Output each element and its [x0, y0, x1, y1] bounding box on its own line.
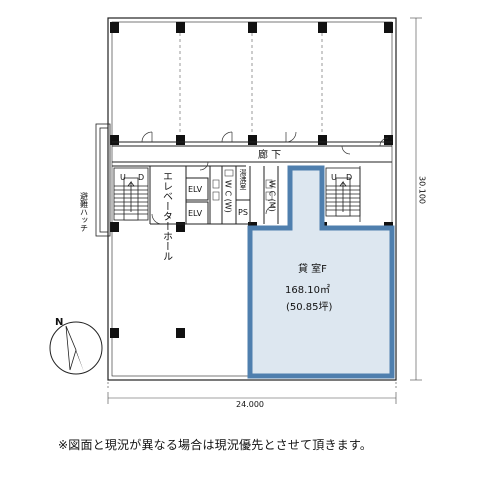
evacuation-hatch-label: 避難ハッチ — [80, 191, 89, 232]
wc-women-label: W C (W) — [224, 180, 233, 213]
evacuation-hatch — [95, 123, 111, 237]
tenant-area-highlight — [247, 165, 395, 379]
stair-right — [325, 166, 361, 222]
stair-up-right-label: U — [331, 173, 337, 182]
kitchen-label: 湯沸室 — [239, 168, 247, 190]
stair-left — [113, 167, 149, 221]
dimension-depth-label: 30.100 — [418, 176, 427, 204]
ps-label: PS — [238, 208, 248, 217]
stair-up-left-label: U — [120, 173, 126, 182]
compass-north-label: N — [55, 317, 63, 328]
door-swings — [141, 131, 389, 225]
tenant-area-tsubo: (50.85坪) — [286, 300, 333, 313]
wc-men-label: W C (M) — [268, 180, 277, 212]
toilet-fixtures — [212, 169, 273, 201]
stair-down-right-label: D — [346, 173, 352, 182]
disclaimer-note: ※図面と現況が異なる場合は現況優先とさせて頂きます。 — [58, 438, 373, 452]
stair-down-left-label: D — [138, 173, 144, 182]
dimension-lines — [107, 17, 422, 404]
grid-lines — [179, 33, 323, 135]
tenant-name: 貸 室F — [298, 262, 327, 275]
elv-lower-label: ELV — [188, 209, 203, 218]
elevator-hall-label: エレベーターホール — [161, 171, 173, 261]
corridor-walls — [112, 141, 392, 167]
corridor-label: 廊 下 — [258, 148, 281, 161]
tenant-area-m2: 168.10㎡ — [285, 284, 330, 296]
compass-rose — [49, 321, 103, 375]
dimension-width-label: 24.000 — [236, 400, 264, 409]
core-walls — [149, 166, 279, 225]
elv-upper-label: ELV — [188, 185, 203, 194]
